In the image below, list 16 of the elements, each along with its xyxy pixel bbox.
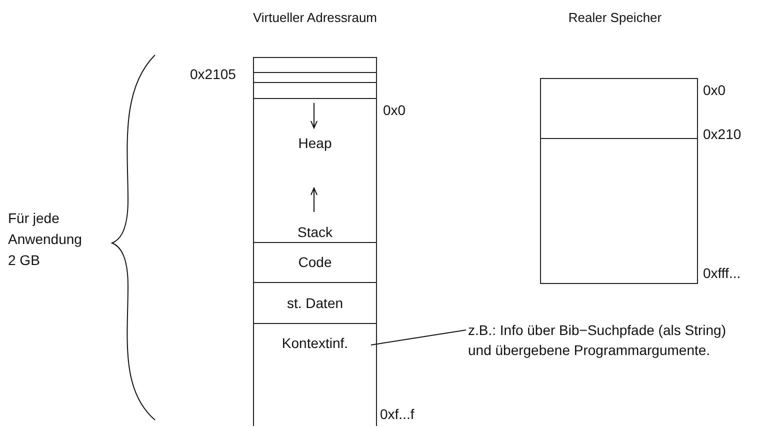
address-label: 0x0 xyxy=(383,102,406,118)
note-text: z.B.: Info über Bib−Suchpfade (als String) und übergebene Programmargumente. xyxy=(468,321,727,360)
segment-label: Kontextinf. xyxy=(280,335,350,351)
column-heading: Virtueller Adressraum xyxy=(252,10,378,25)
address-label: 0xfff... xyxy=(703,265,741,281)
address-label: 0x2105 xyxy=(190,66,236,83)
address-label: 0x0 xyxy=(703,82,726,98)
memory-heading: Realer Speicher xyxy=(567,10,663,25)
segment-label: st. Daten xyxy=(286,294,344,310)
leader-line xyxy=(370,330,466,346)
address-label: 0xf...f xyxy=(380,406,414,423)
segment-label: Heap xyxy=(297,135,333,151)
segment-label: Code xyxy=(297,254,333,270)
segment-label: Stack xyxy=(296,224,334,240)
side-label: Für jede Anwendung 2 GB xyxy=(8,209,83,270)
address-label: 0x210 xyxy=(703,126,742,142)
